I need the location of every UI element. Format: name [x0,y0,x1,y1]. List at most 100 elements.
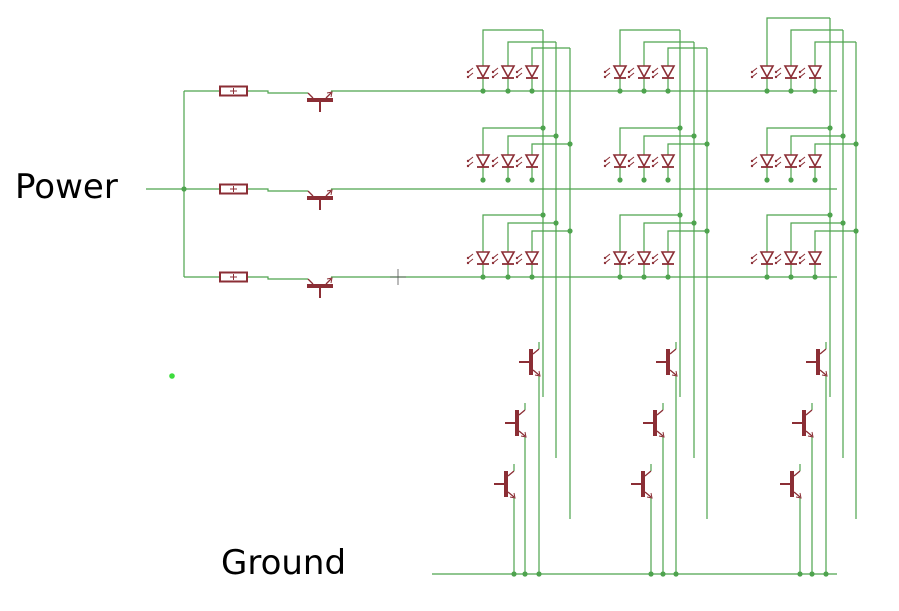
led [774,154,799,168]
junction-dot [788,177,794,183]
junction-dot [529,177,535,183]
led [603,65,628,79]
led [466,251,491,265]
junction-dot [641,88,647,94]
junction-dot [797,571,803,577]
led-anode-wire [482,29,543,66]
junction-dot [827,212,833,218]
led-anode-wire [643,222,694,252]
column-transistor [643,409,665,438]
led-anode-wire [766,17,830,66]
led [750,65,775,79]
row-transistor [307,277,333,298]
junction-dot [853,228,859,234]
junction-dot [617,88,623,94]
led-anode-wire [814,230,856,252]
junction-dot [480,88,486,94]
led-anode-wire [790,29,843,66]
junction-dot [691,220,697,226]
led-anode-wire [619,127,680,155]
led-anode-wire [531,230,570,252]
led-anode-wire [643,41,694,66]
junction-dot [540,125,546,131]
junction-dot [553,220,559,226]
led-anode-wire [482,127,543,155]
led [466,65,491,79]
led [774,65,799,79]
wires [146,17,857,575]
resistor-to-transistor-wire [247,90,308,94]
column-transistor [494,470,516,499]
led-anode-wire [790,135,843,155]
junction-dot [764,88,770,94]
led-anode-wire [482,214,543,252]
junction-dot [553,133,559,139]
led-anode-wire [531,143,570,155]
junction-dot [641,177,647,183]
junction-dot [480,274,486,280]
led-anode-wire [667,47,707,66]
junction-dot [853,141,859,147]
junction-dot [823,571,829,577]
junction-dot [764,274,770,280]
led [603,251,628,265]
stray-junction-dot [169,373,175,379]
led [515,154,540,168]
led [515,65,540,79]
column-transistor [631,470,653,499]
junction-dot [505,177,511,183]
junction-dot [704,228,710,234]
junction-dot [505,88,511,94]
junction-dot [691,133,697,139]
led [798,251,823,265]
led-anode-wire [507,222,556,252]
junction-dot [480,177,486,183]
resistor [219,271,248,283]
led-anode-wire [667,230,707,252]
led-anode-wire [667,143,707,155]
junction-dot [511,571,517,577]
led [627,251,652,265]
led-anode-wire [814,41,856,66]
led-anode-wire [643,135,694,155]
cursor-crosshair-icon [390,269,406,285]
led [603,154,628,168]
column-transistor [780,470,802,499]
led [798,154,823,168]
junction-dot [788,88,794,94]
junction-dot [673,571,679,577]
led [651,154,676,168]
junction-dot [617,177,623,183]
junction-dot [840,220,846,226]
junction-dot [617,274,623,280]
junction-dot [567,228,573,234]
column-transistor [656,348,678,377]
resistor [219,85,248,97]
column-transistor [505,409,527,438]
junction-dot [181,186,187,192]
row-transistor [307,189,333,210]
components [219,65,828,499]
junction-dot [665,177,671,183]
led [491,154,516,168]
column-transistor [519,348,541,377]
led-anode-wire [619,29,680,66]
junction-dot [567,141,573,147]
junction-dot [522,571,528,577]
junction-dot [677,212,683,218]
junction-dot [677,125,683,131]
junction-dot [812,274,818,280]
junction-dot [812,88,818,94]
junction-dot [788,274,794,280]
led [466,154,491,168]
led [515,251,540,265]
junction-dot [809,571,815,577]
led-anode-wire [790,222,843,252]
led [651,65,676,79]
junction-dot [529,274,535,280]
led [774,251,799,265]
led-anode-wire [619,214,680,252]
resistor-to-transistor-wire [247,188,308,192]
led [750,251,775,265]
